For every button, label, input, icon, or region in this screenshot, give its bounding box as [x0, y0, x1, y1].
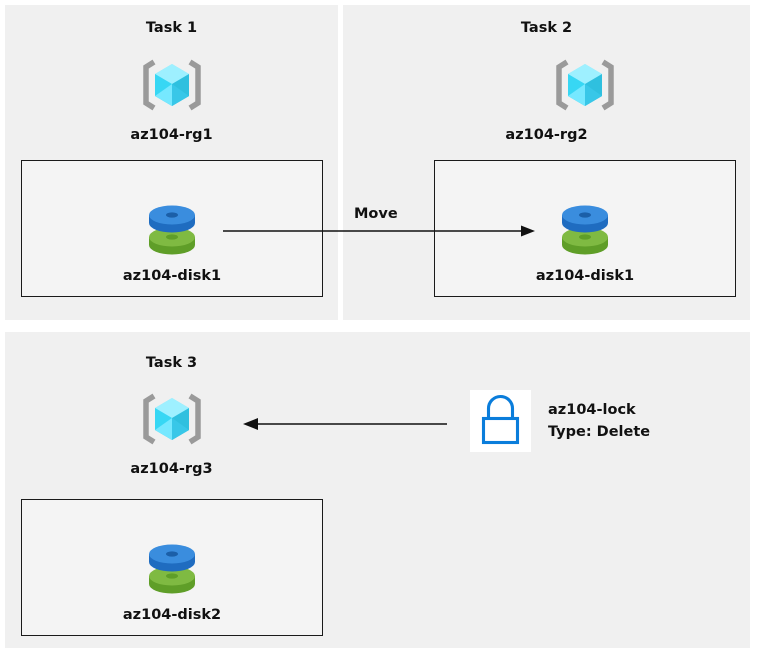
task2-resource-group-label: az104-rg2 [505, 127, 588, 143]
managed-disk-icon [140, 538, 204, 600]
task1-disk-label: az104-disk1 [122, 268, 222, 284]
lock-type: Type: Delete [548, 424, 651, 440]
task1-resource-group-label: az104-rg1 [130, 127, 213, 143]
task2-title: Task 2 [520, 20, 573, 36]
lock-name: az104-lock [548, 402, 636, 418]
task1-title: Task 1 [145, 20, 198, 36]
move-arrow-label: Move [354, 206, 398, 222]
managed-disk-icon [140, 199, 204, 261]
task3-title: Task 3 [145, 355, 198, 371]
resource-group-icon [553, 54, 617, 116]
lock-icon-tile [470, 390, 531, 452]
managed-disk-icon [553, 199, 617, 261]
task2-disk-label: az104-disk1 [535, 268, 635, 284]
task3-resource-group-label: az104-rg3 [130, 461, 213, 477]
task3-disk-label: az104-disk2 [122, 607, 222, 623]
resource-group-icon [140, 54, 204, 116]
resource-group-icon [140, 388, 204, 450]
